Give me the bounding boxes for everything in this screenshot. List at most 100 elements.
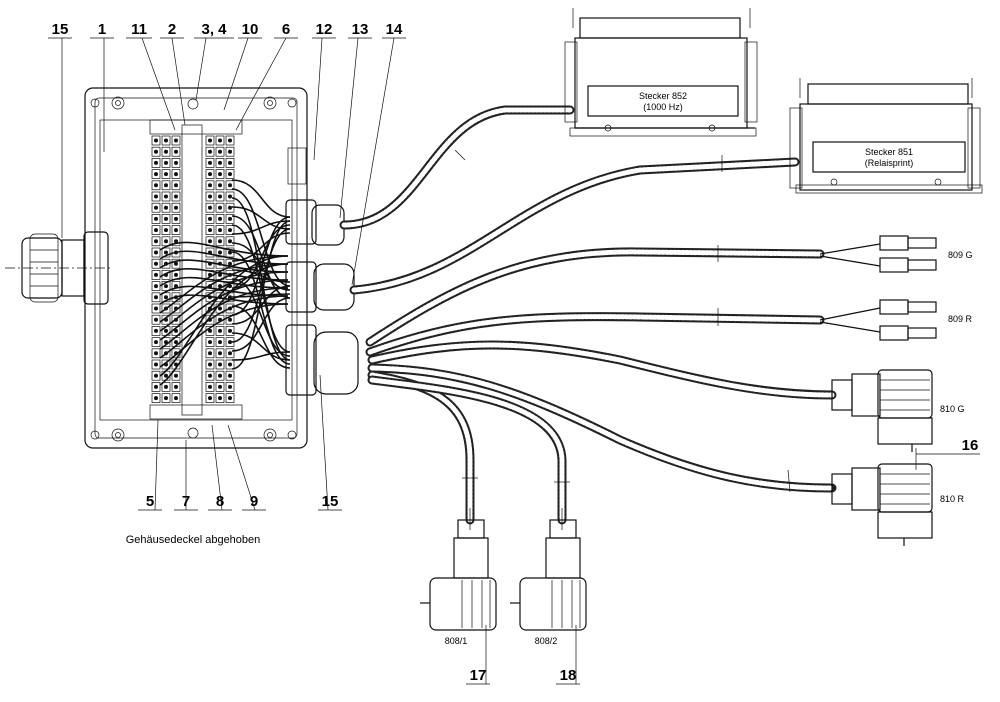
terminal-cell <box>151 180 161 191</box>
terminal-cell <box>205 169 215 179</box>
stecker-852-sublabel: (1000 Hz) <box>643 102 683 112</box>
internal-wire <box>231 285 291 325</box>
connector-810r-label: 810 R <box>940 494 965 504</box>
terminal-screw <box>174 205 178 210</box>
terminal-cell <box>151 236 161 247</box>
terminal-cell <box>161 214 171 224</box>
terminal-cell <box>161 348 171 359</box>
terminal-screw <box>218 340 222 345</box>
terminal-cell <box>205 359 215 370</box>
terminal-cell <box>171 393 181 403</box>
terminal-screw <box>164 160 168 165</box>
internal-wire <box>159 263 289 323</box>
internal-wire <box>159 279 289 341</box>
terminal-cell <box>171 158 181 168</box>
terminal-screw <box>174 396 178 401</box>
internal-wire <box>159 268 289 281</box>
internal-wire <box>159 255 289 314</box>
terminal-screw <box>164 216 168 221</box>
callout-13: 13 <box>352 21 369 38</box>
terminal-screw <box>228 384 232 389</box>
terminal-cell <box>151 348 161 359</box>
terminal-cell <box>151 303 161 314</box>
terminal-screw <box>154 160 158 165</box>
callout-10: 10 <box>242 21 259 38</box>
terminal-cell <box>161 158 171 168</box>
callout-9: 9 <box>250 493 258 510</box>
terminal-cell <box>171 370 181 381</box>
terminal-screw <box>164 138 168 143</box>
terminal-cell <box>225 258 235 269</box>
terminal-cell <box>151 146 161 157</box>
terminal-screw <box>164 295 168 300</box>
internal-wire <box>159 255 289 377</box>
terminal-cell <box>205 158 215 168</box>
terminal-cell <box>161 202 171 213</box>
internal-wire <box>231 224 291 289</box>
junction-box <box>84 87 308 449</box>
terminal-screw <box>228 295 232 300</box>
terminal-screw <box>154 149 158 154</box>
terminal-cell <box>171 314 181 325</box>
connector-810r: 810 R <box>831 463 965 546</box>
terminal-screw <box>228 317 232 322</box>
terminal-cell <box>215 359 225 370</box>
callout-8: 8 <box>216 493 224 510</box>
terminal-cell <box>171 303 181 314</box>
terminal-screw <box>208 239 212 244</box>
terminal-screw <box>164 284 168 289</box>
terminal-cell <box>215 382 225 392</box>
internal-wire <box>159 303 289 368</box>
terminal-cell <box>151 191 161 202</box>
terminal-screw <box>174 328 178 333</box>
terminal-screw <box>218 138 222 143</box>
terminal-screw <box>228 194 232 199</box>
terminal-cell <box>215 202 225 213</box>
connector-809r: 809 R <box>819 299 973 341</box>
terminal-screw <box>154 373 158 378</box>
terminal-cell <box>151 169 161 179</box>
terminal-cell <box>205 135 215 146</box>
terminal-screw <box>208 328 212 333</box>
terminal-cell <box>151 225 161 235</box>
callout-14: 14 <box>386 21 403 38</box>
terminal-screw <box>218 216 222 221</box>
terminal-cell <box>161 292 171 303</box>
internal-wire <box>159 287 289 350</box>
callout-15-right: 15 <box>322 493 339 510</box>
internal-wire <box>231 332 291 361</box>
terminal-cell <box>225 191 235 202</box>
terminal-screw <box>164 228 168 233</box>
terminal-cell <box>161 281 171 291</box>
terminal-screw <box>174 138 178 143</box>
terminal-screw <box>174 172 178 177</box>
internal-wire <box>159 271 289 332</box>
terminal-cell <box>151 281 161 291</box>
terminal-screw <box>208 183 212 188</box>
terminal-screw <box>228 183 232 188</box>
terminal-cell <box>205 337 215 347</box>
terminal-screw <box>218 239 222 244</box>
terminal-screw <box>174 160 178 165</box>
stecker-852-label: Stecker 852 <box>639 91 687 101</box>
terminal-screw <box>164 183 168 188</box>
terminal-screw <box>208 160 212 165</box>
terminal-screw <box>164 205 168 210</box>
terminal-cell <box>151 247 161 258</box>
stecker-851-label: Stecker 851 <box>865 147 913 157</box>
terminal-screw <box>174 239 178 244</box>
terminal-screw <box>218 306 222 311</box>
terminal-cell <box>151 202 161 213</box>
terminal-cell <box>171 281 181 291</box>
callout-6: 6 <box>282 21 290 38</box>
terminal-cell <box>215 180 225 191</box>
internal-wire <box>231 228 291 343</box>
terminal-cell <box>225 135 235 146</box>
terminal-cell <box>225 382 235 392</box>
terminal-screw <box>164 396 168 401</box>
terminal-screw <box>228 216 232 221</box>
terminal-cell <box>205 382 215 392</box>
callout-15-left: 15 <box>52 21 69 38</box>
terminal-cell <box>161 247 171 258</box>
terminal-cell <box>161 225 171 235</box>
